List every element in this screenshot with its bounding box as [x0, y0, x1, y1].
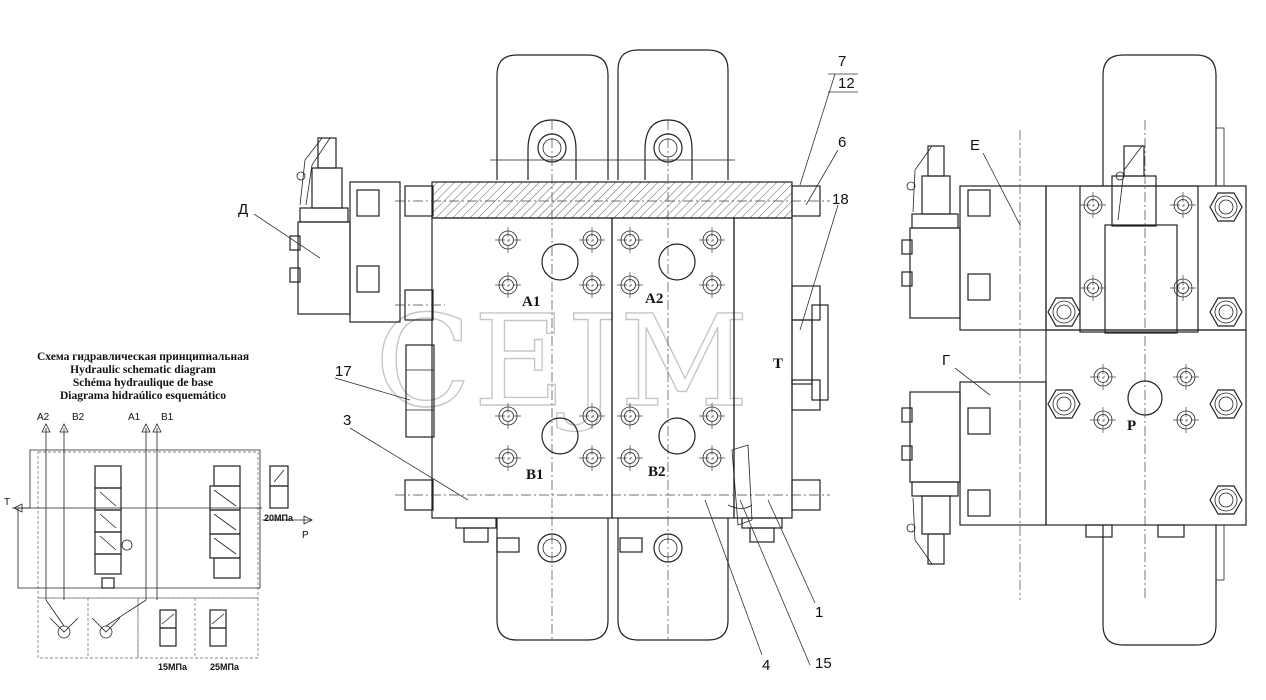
- side-view: Е Г P: [901, 54, 1247, 646]
- label-e: Е: [970, 137, 980, 154]
- schematic-title-en: Hydraulic schematic diagram: [70, 364, 216, 376]
- sch-port-b1: B1: [161, 412, 174, 423]
- port-label-b2: B2: [648, 464, 666, 480]
- front-view: A1 A2 B1 B2 T 7 12 6 18 Д 17 3 1 4 15: [238, 49, 858, 674]
- sch-port-a1: A1: [128, 412, 141, 423]
- sch-relief-a: 15МПа: [158, 662, 188, 672]
- hydraulic-schematic: Схема гидравлическая принципиальная Hydr…: [4, 351, 313, 672]
- callout-6: 6: [838, 134, 846, 151]
- port-label-b1: B1: [526, 467, 544, 483]
- callout-17: 17: [335, 363, 352, 380]
- sch-port-a2: A2: [37, 412, 50, 423]
- callout-18: 18: [832, 191, 849, 208]
- schematic-title-ru: Схема гидравлическая принципиальная: [37, 351, 249, 363]
- sch-relief-b: 25МПа: [210, 662, 240, 672]
- port-label-t: T: [773, 356, 783, 372]
- callout-7: 7: [838, 53, 846, 70]
- sch-tank-label: T: [4, 497, 10, 508]
- sch-port-b2: B2: [72, 412, 85, 423]
- callout-d: Д: [238, 201, 248, 218]
- callout-3: 3: [343, 412, 351, 429]
- schematic-title-fr: Schéma hydraulique de base: [73, 377, 213, 389]
- sch-relief-main: 20МПа: [264, 513, 294, 523]
- callout-15: 15: [815, 655, 832, 672]
- port-label-a1: A1: [522, 294, 540, 310]
- port-label-a2: A2: [645, 291, 663, 307]
- callout-4: 4: [762, 657, 770, 674]
- callout-12: 12: [838, 75, 855, 92]
- schematic-title-es: Diagrama hidraúlico esquemático: [60, 390, 226, 402]
- port-label-p: P: [1127, 418, 1136, 434]
- callout-1: 1: [815, 604, 823, 621]
- sch-pressure-label: P: [302, 530, 309, 541]
- watermark-text: CEJM: [375, 288, 751, 435]
- label-g: Г: [942, 352, 950, 369]
